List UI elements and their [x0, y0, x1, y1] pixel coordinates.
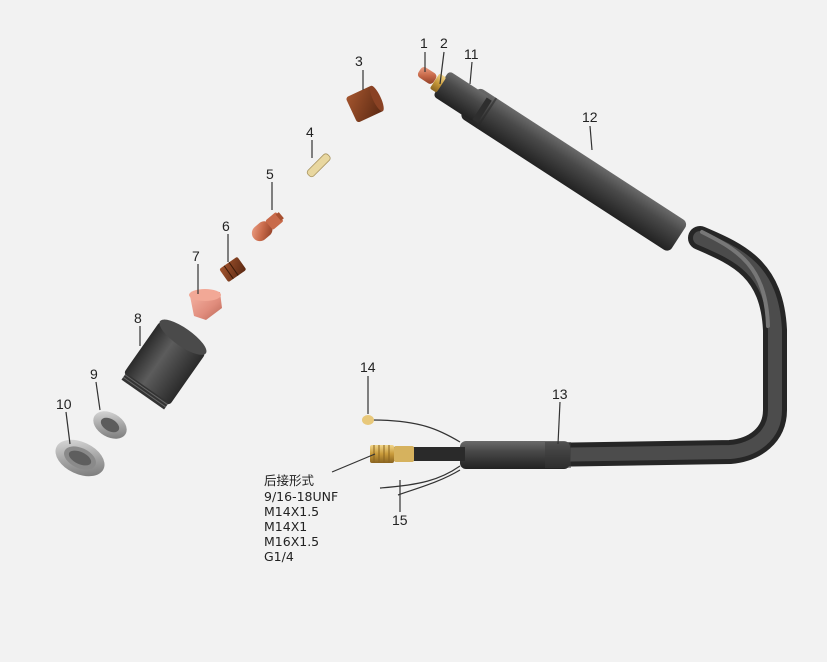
- label-8: 8: [134, 310, 142, 326]
- spec-title: 后接形式: [264, 473, 315, 488]
- spec-option: M14X1.5: [264, 504, 319, 519]
- leader-lines: [65, 51, 593, 512]
- part-4-tube: [306, 153, 331, 178]
- spec-option: 9/16-18UNF: [264, 489, 338, 504]
- spec-option: G1/4: [264, 549, 294, 564]
- label-15: 15: [392, 512, 408, 528]
- rear-fitting: [370, 445, 414, 463]
- label-12: 12: [582, 109, 598, 125]
- part-8-cap: [121, 319, 207, 410]
- part-5-electrode: [251, 212, 284, 242]
- label-14: 14: [360, 359, 376, 375]
- rear-connection-spec: 后接形式 9/16-18UNF M14X1.5 M14X1 M16X1.5 G1…: [264, 473, 338, 564]
- part-6-swirl-ring: [220, 257, 246, 282]
- label-4: 4: [306, 124, 314, 140]
- label-3: 3: [355, 53, 363, 69]
- switch-wire-15: [379, 465, 461, 496]
- spec-option: M16X1.5: [264, 534, 319, 549]
- label-2: 2: [440, 35, 448, 51]
- spec-option: M14X1: [264, 519, 307, 534]
- hose-assembly: [528, 226, 787, 467]
- label-5: 5: [266, 166, 274, 182]
- label-13: 13: [552, 386, 568, 402]
- pilot-wire-14: [362, 415, 461, 443]
- label-9: 9: [90, 366, 98, 382]
- part-3-shield: [346, 85, 384, 123]
- part-9-shield-cup: [93, 411, 127, 439]
- tip-electrode-1: [417, 67, 437, 84]
- label-10: 10: [56, 396, 72, 412]
- label-1: 1: [420, 35, 428, 51]
- part-7-nozzle: [189, 289, 222, 320]
- label-6: 6: [222, 218, 230, 234]
- torch-head: [434, 72, 492, 123]
- part-10-ring: [55, 439, 105, 477]
- swirl-ring-2: [430, 74, 446, 92]
- torch-handle: [461, 88, 687, 251]
- label-7: 7: [192, 248, 200, 264]
- label-11: 11: [464, 46, 479, 62]
